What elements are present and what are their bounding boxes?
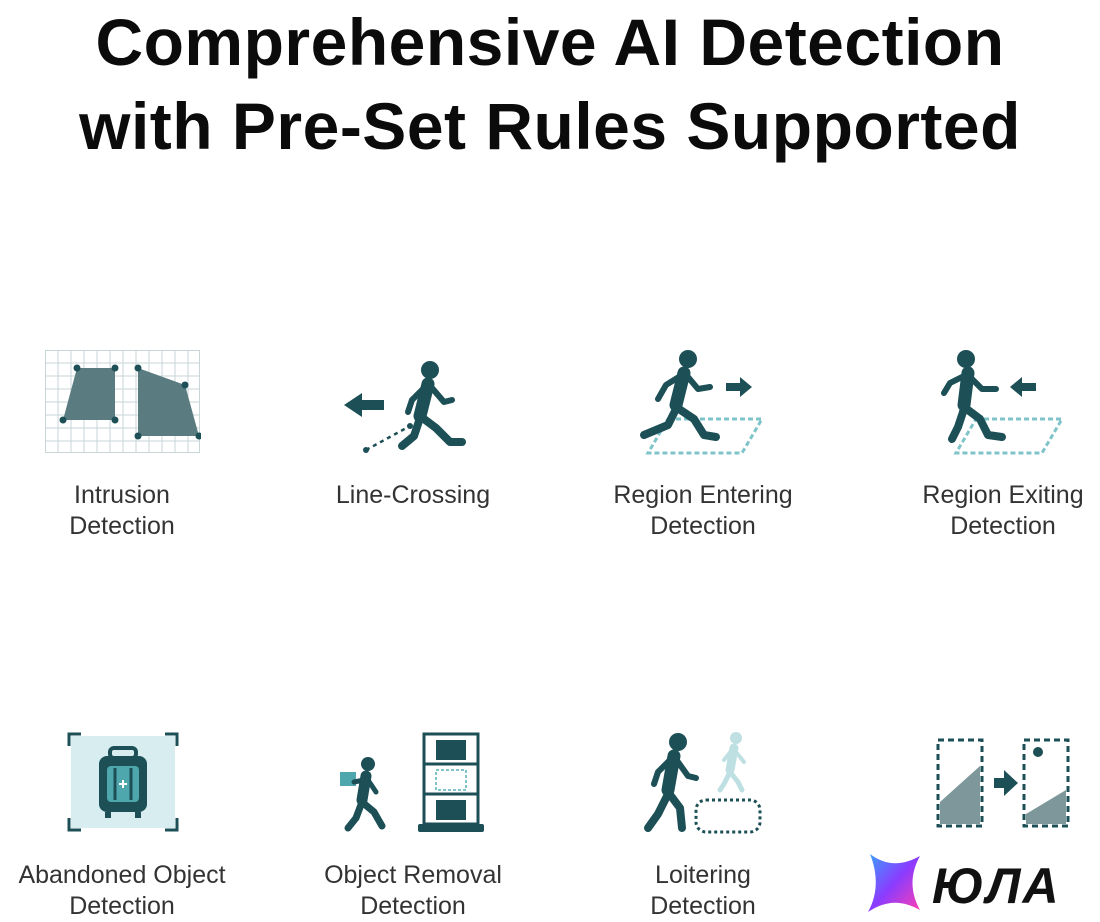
region-exiting-icon [938, 349, 1068, 464]
intrusion-grid-icon [45, 350, 203, 459]
feature-label: Intrusion Detection [69, 481, 175, 540]
page-title: Comprehensive AI Detection with Pre-Set … [0, 0, 1100, 168]
feature-label: Region Entering Detection [613, 481, 793, 540]
line-crossing-icon [340, 360, 490, 465]
feature-label: Loitering Detection [650, 861, 756, 920]
feature-label: Line-Crossing [335, 481, 491, 509]
feature-label: Object Removal Detection [324, 861, 502, 920]
abandoned-luggage-icon [67, 732, 179, 837]
title-line-2: with Pre-Set Rules Supported [79, 89, 1021, 163]
loitering-icon [640, 730, 766, 843]
feature-label: Region Exiting Detection [922, 481, 1084, 540]
region-entering-icon [638, 349, 768, 464]
watermark-text: ЮЛА [932, 858, 1061, 914]
scene-change-icon [934, 736, 1074, 837]
feature-label: Abandoned Object Detection [18, 861, 226, 920]
yula-star-logo [868, 854, 920, 912]
object-removal-icon [334, 730, 494, 841]
title-line-1: Comprehensive AI Detection [95, 5, 1005, 79]
watermark-logo: ЮЛА [864, 852, 1100, 917]
